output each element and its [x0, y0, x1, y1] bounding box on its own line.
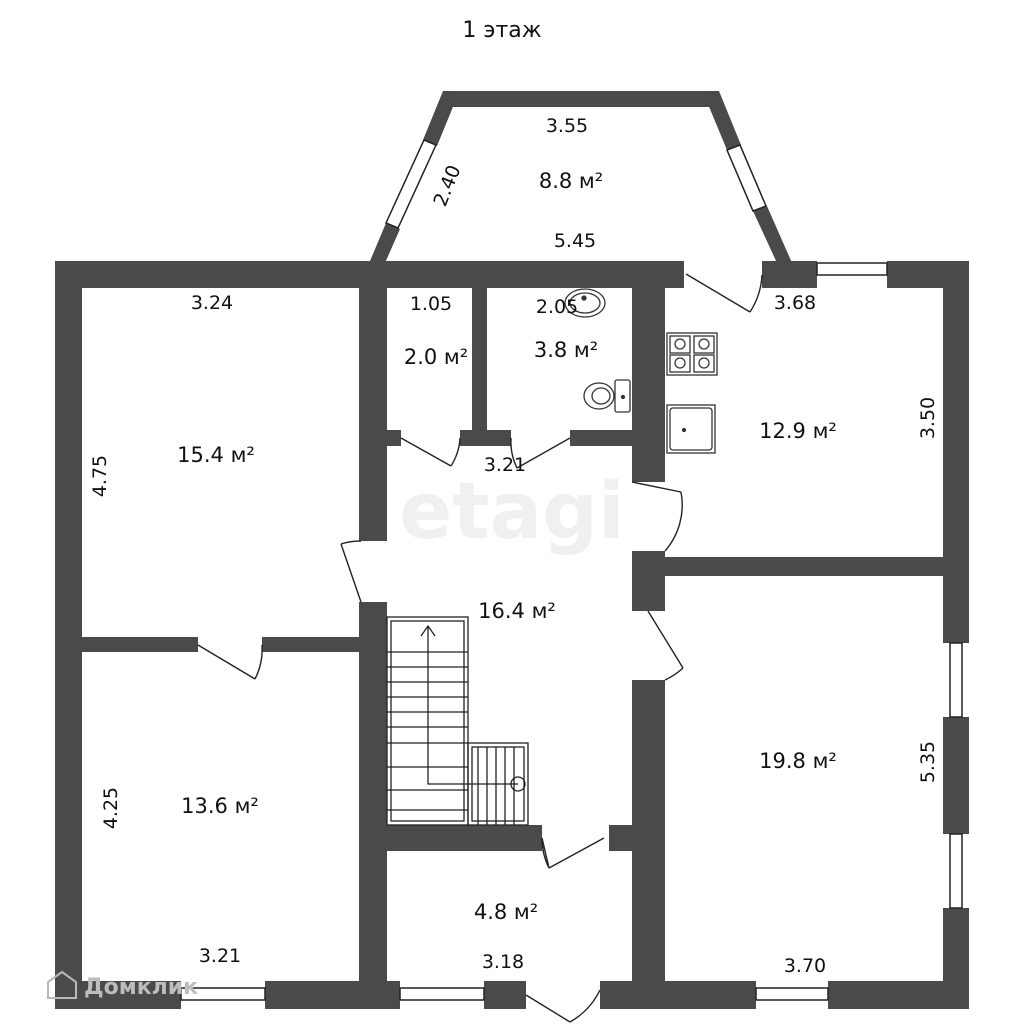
wall-sw-room-right [359, 831, 387, 981]
bay-wall-right-lower [753, 206, 792, 263]
fixtures [564, 288, 718, 454]
stair-direction-line [427, 627, 518, 785]
door-bathroom [510, 437, 571, 469]
wall-bath-bottom-a [387, 430, 401, 446]
outer-wall-right-a [943, 261, 969, 643]
bay-wall-left-lower [370, 223, 400, 263]
window-bottom-a [180, 987, 266, 1001]
toilet-icon [583, 379, 631, 413]
wall-vestibule-top-a [387, 825, 542, 851]
house-icon [47, 970, 77, 999]
outer-wall-bottom-b [265, 981, 400, 1009]
room-sw-dim-side: 4.25 [100, 787, 122, 829]
vestibule-dim-bottom: 3.18 [482, 951, 524, 973]
kitchen-sink-icon [666, 404, 716, 454]
door-kitchen-hall [631, 481, 683, 552]
bay-wall-left-upper [423, 91, 457, 146]
domclick-watermark: Домклик [47, 970, 198, 1000]
outer-wall-top-mid [370, 261, 684, 288]
bay-area: 8.8 м² [539, 169, 603, 193]
door-front [525, 989, 601, 1023]
staircase [386, 616, 529, 826]
bay-wall-right-upper [705, 91, 741, 150]
door-vestibule [541, 837, 605, 869]
wall-kitchen-bottom [665, 557, 943, 576]
wall-west-rooms-divider-b [262, 637, 359, 652]
closet-dim-top: 1.05 [410, 293, 452, 315]
bay-wall-top [443, 91, 719, 107]
door-room-se [647, 610, 684, 681]
window-bay-left [384, 139, 438, 229]
outer-wall-top-right-a [762, 261, 817, 288]
wall-kitchen-left-b [632, 551, 665, 611]
room-se-dim-side: 5.35 [917, 741, 939, 783]
outer-wall-top-left [55, 261, 370, 288]
stair-arrow-icon [420, 624, 436, 637]
door-nw-room [340, 540, 362, 603]
kitchen-area: 12.9 м² [759, 419, 837, 443]
wall-room-se-left [632, 680, 665, 981]
watermark-etagi: etagi [399, 467, 624, 557]
doors [197, 273, 763, 1023]
outer-wall-bottom-c [484, 981, 526, 1009]
wall-kitchen-left-a [632, 288, 665, 482]
window-bay-right [726, 144, 767, 212]
door-closet [400, 437, 461, 467]
vestibule-area: 4.8 м² [474, 900, 538, 924]
wall-bath-bottom-b [460, 430, 511, 446]
bathroom-dim-top: 2.05 [536, 296, 578, 318]
wall-west-rooms-divider-a [82, 637, 198, 652]
room-se-area: 19.8 м² [759, 749, 837, 773]
room-sw-area: 13.6 м² [181, 794, 259, 818]
kitchen-dim-top: 3.68 [774, 292, 816, 314]
wall-closet-right [472, 288, 487, 430]
walls [55, 91, 969, 1009]
window-top-right [816, 262, 888, 276]
window-bottom-c [755, 987, 829, 1001]
windows [180, 139, 963, 1001]
stair-flight-upper [386, 616, 469, 826]
door-sw-room [197, 644, 263, 680]
bay-dim-side: 2.40 [429, 162, 465, 209]
outer-wall-bottom-e [828, 981, 969, 1009]
outer-wall-left [55, 261, 82, 1009]
bathroom-sink-icon [564, 288, 606, 318]
room-nw-dim-top: 3.24 [191, 292, 233, 314]
bay-dim-top: 3.55 [546, 115, 588, 137]
stove-icon [666, 332, 718, 376]
bay-dim-bottom: 5.45 [554, 230, 596, 252]
hall-area: 16.4 м² [478, 599, 556, 623]
wall-vestibule-top-b [609, 825, 632, 851]
wall-bath-bottom-c [570, 430, 632, 446]
kitchen-dim-side: 3.50 [917, 397, 939, 439]
wall-hall-left [359, 602, 387, 831]
door-kitchen-entry [685, 273, 763, 313]
outer-wall-bottom-d [600, 981, 756, 1009]
room-nw-dim-side: 4.75 [89, 455, 111, 497]
window-right-b [949, 833, 963, 909]
wall-nw-room-right [359, 288, 387, 541]
window-bottom-b [399, 987, 485, 1001]
stair-start-circle [510, 776, 526, 792]
room-sw-dim-bottom: 3.21 [199, 945, 241, 967]
floor-title: 1 этаж [462, 18, 541, 43]
window-right-a [949, 642, 963, 718]
room-se-dim-bottom: 3.70 [784, 955, 826, 977]
hall-dim-top: 3.21 [484, 454, 526, 476]
outer-wall-right-b [943, 717, 969, 834]
brand-watermark: Домклик [84, 975, 198, 1000]
room-nw-area: 15.4 м² [177, 443, 255, 467]
closet-area: 2.0 м² [404, 345, 468, 369]
bathroom-area: 3.8 м² [534, 338, 598, 362]
